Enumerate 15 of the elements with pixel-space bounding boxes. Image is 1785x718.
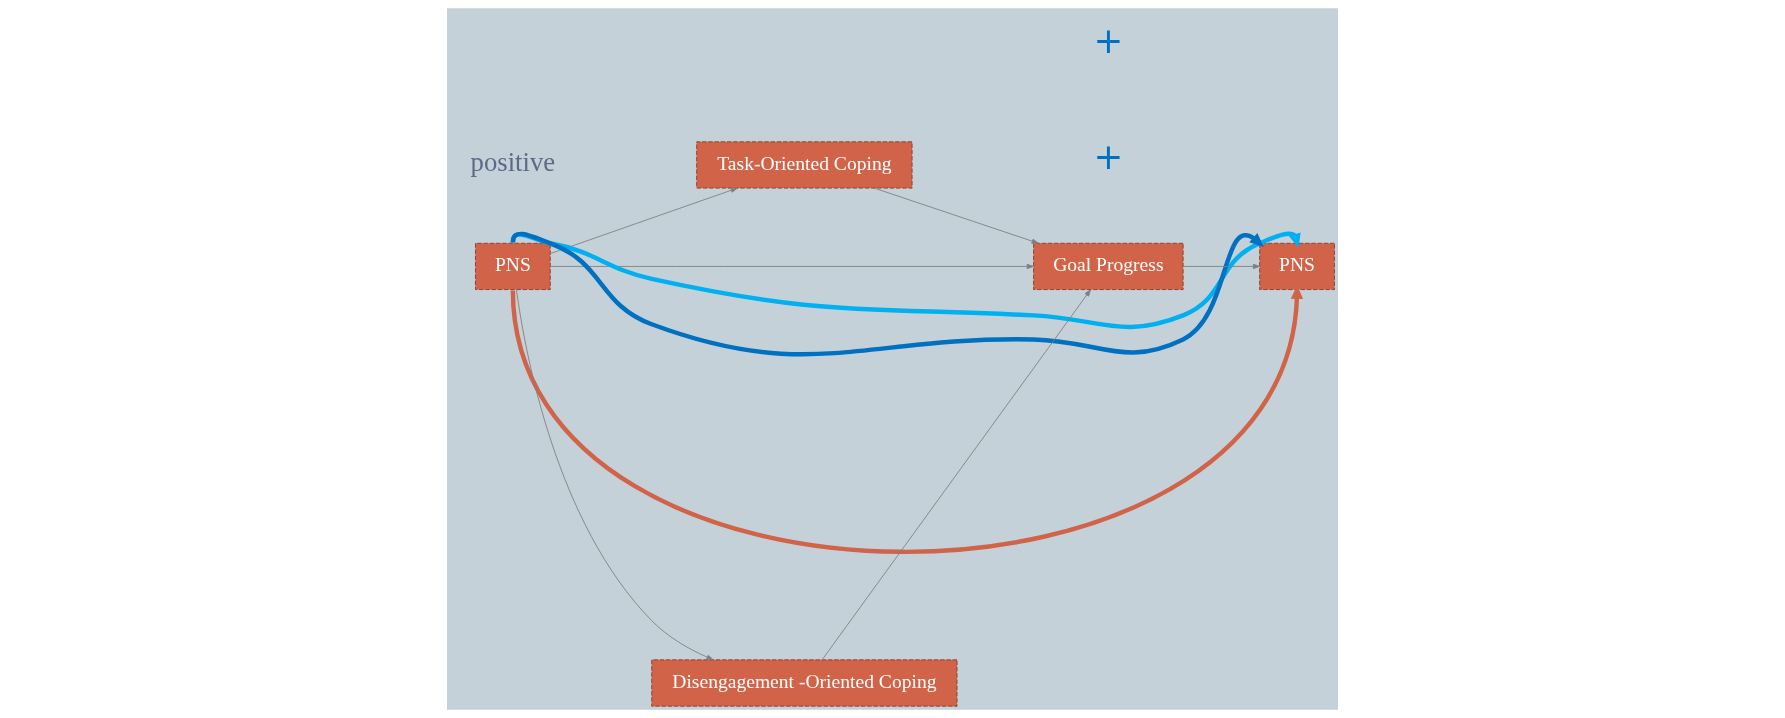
node-box: Task-Oriented Coping [696, 141, 913, 189]
label: + [1093, 19, 1124, 61]
arrow [873, 187, 1039, 244]
label: positive [470, 146, 556, 177]
arrow [1182, 263, 1261, 270]
label: + [1093, 135, 1124, 177]
arrow [550, 187, 738, 255]
node-box: Goal Progress [1033, 242, 1184, 290]
node-box: PNS [1259, 242, 1335, 290]
node-box: PNS [475, 242, 551, 290]
arrow [510, 232, 1264, 357]
node-box: Disengagement -Oriented Coping [651, 659, 958, 707]
arrow [821, 289, 1091, 661]
arrow [516, 289, 714, 661]
arrow [550, 263, 1034, 270]
